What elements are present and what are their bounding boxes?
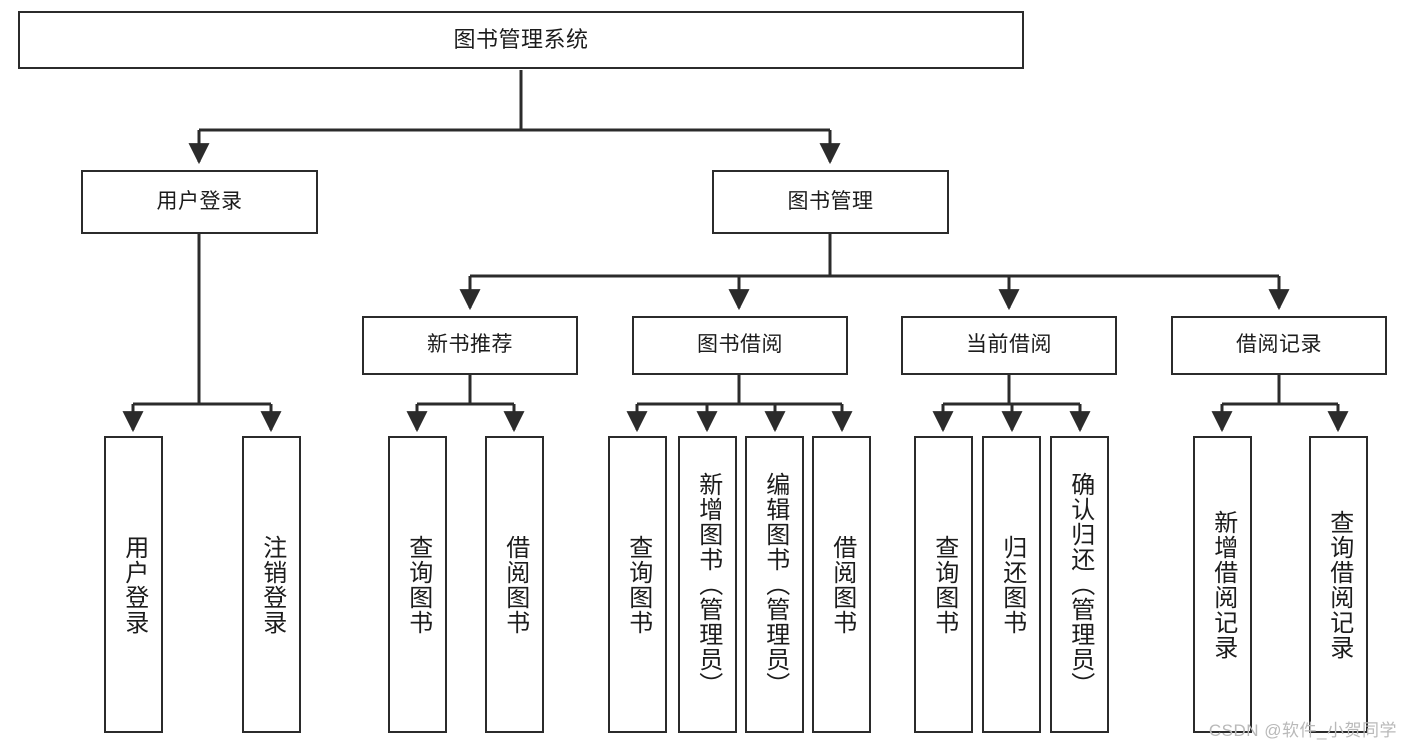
node-label: 借阅图书	[828, 534, 856, 635]
node-label: 新增图书（管理员）	[694, 472, 722, 697]
node-leaf-query-book-recommend[interactable]: 查询图书	[388, 436, 447, 733]
node-label: 编辑图书（管理员）	[761, 472, 789, 697]
node-leaf-add-book-admin[interactable]: 新增图书（管理员）	[678, 436, 737, 733]
node-label: 用户登录	[120, 534, 148, 635]
node-label: 注销登录	[258, 534, 286, 635]
node-leaf-logout[interactable]: 注销登录	[242, 436, 301, 733]
node-leaf-return-book[interactable]: 归还图书	[982, 436, 1041, 733]
node-leaf-add-borrow-record[interactable]: 新增借阅记录	[1193, 436, 1252, 733]
node-leaf-query-borrow-record[interactable]: 查询借阅记录	[1309, 436, 1368, 733]
node-book-borrow[interactable]: 图书借阅	[632, 316, 848, 375]
node-label: 当前借阅	[966, 333, 1052, 357]
node-label: 借阅记录	[1236, 333, 1322, 357]
node-label: 图书管理系统	[453, 27, 589, 53]
node-user-login[interactable]: 用户登录	[81, 170, 318, 234]
node-leaf-confirm-return-admin[interactable]: 确认归还（管理员）	[1050, 436, 1109, 733]
node-label: 借阅图书	[501, 534, 529, 635]
node-label: 新增借阅记录	[1209, 509, 1237, 660]
node-label: 图书借阅	[697, 333, 783, 357]
node-label: 查询图书	[404, 534, 432, 635]
node-label: 查询图书	[624, 534, 652, 635]
node-leaf-edit-book-admin[interactable]: 编辑图书（管理员）	[745, 436, 804, 733]
node-current-borrow[interactable]: 当前借阅	[901, 316, 1117, 375]
node-leaf-borrow-book[interactable]: 借阅图书	[812, 436, 871, 733]
node-label: 查询借阅记录	[1325, 509, 1353, 660]
node-leaf-query-book-current[interactable]: 查询图书	[914, 436, 973, 733]
node-label: 图书管理	[787, 189, 874, 213]
node-label: 确认归还（管理员）	[1066, 472, 1094, 697]
node-new-book-recommend[interactable]: 新书推荐	[362, 316, 578, 375]
node-leaf-user-login[interactable]: 用户登录	[104, 436, 163, 733]
node-root-book-management-system[interactable]: 图书管理系统	[18, 11, 1024, 69]
node-label: 归还图书	[998, 534, 1026, 635]
node-leaf-borrow-book-recommend[interactable]: 借阅图书	[485, 436, 544, 733]
watermark: CSDN @软件_小贺同学	[1208, 721, 1397, 740]
node-label: 新书推荐	[427, 333, 513, 357]
node-label: 用户登录	[156, 189, 243, 213]
node-borrow-record[interactable]: 借阅记录	[1171, 316, 1387, 375]
node-leaf-query-book-borrow[interactable]: 查询图书	[608, 436, 667, 733]
node-book-management[interactable]: 图书管理	[712, 170, 949, 234]
node-label: 查询图书	[930, 534, 958, 635]
